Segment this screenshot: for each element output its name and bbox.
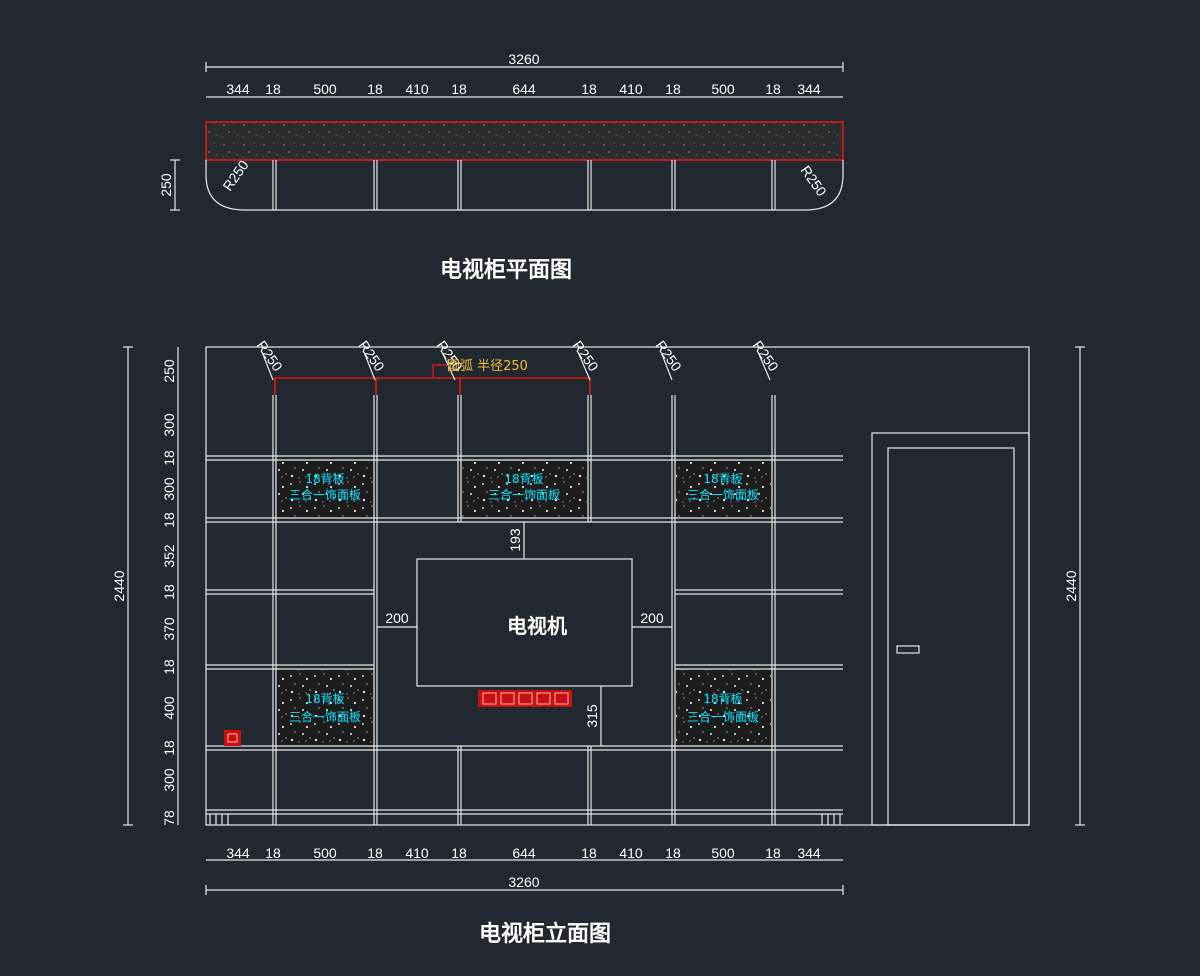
svg-text:三合一饰面板: 三合一饰面板 [289,487,361,502]
height-4: 18 [161,512,177,528]
gap-bottom-label: 315 [584,704,600,728]
height-3: 300 [161,477,177,501]
elevation-view: R250 R250 R250 R250 R250 R250 圆弧 半径250 1… [111,338,1085,947]
uprights [272,395,776,825]
door-handle [896,645,920,654]
height-8: 18 [161,659,177,675]
height-10: 18 [161,740,177,756]
bottom-seg-7: 18 [581,845,597,861]
side-socket [224,730,241,746]
svg-text:三合一饰面板: 三合一饰面板 [687,487,759,502]
gap-top-label: 193 [507,528,523,552]
plan-total-dimension: 3260 [205,51,844,72]
svg-text:三合一饰面板: 三合一饰面板 [687,709,759,724]
height-6: 18 [161,584,177,600]
plinth [209,814,841,825]
bottom-seg-2: 500 [313,845,337,861]
tv: 电视机 [416,558,633,687]
bottom-seg-1: 18 [265,845,281,861]
plan-depth-dimension: 250 [158,159,180,211]
plan-seg-1: 18 [265,81,281,97]
bottom-segment-dimensions: 344 18 500 18 410 18 644 18 410 18 500 1… [206,845,843,861]
total-height-left-label: 2440 [111,570,127,601]
tv-label: 电视机 [507,614,567,638]
bottom-seg-11: 18 [765,845,781,861]
bottom-seg-9: 18 [665,845,681,861]
back-panel-3: 18背板 三合一饰面板 [676,461,771,517]
plan-view: 3260 344 18 500 18 410 18 644 18 410 18 … [158,51,844,283]
bottom-seg-4: 410 [405,845,429,861]
height-0: 250 [161,359,177,383]
back-panel-1: 18背板 三合一饰面板 [277,461,373,517]
height-11: 300 [161,768,177,792]
bottom-seg-10: 500 [711,845,735,861]
plan-radius-right: R250 [798,163,830,200]
plan-countertop [205,121,844,161]
arc-note: 圆弧 半径250 [432,359,528,377]
plan-total-label: 3260 [508,51,539,67]
power-sockets [478,690,572,707]
total-height-right-label: 2440 [1063,570,1079,601]
back-panels: 18背板 三合一饰面板 18背板 三合一饰面板 18背板 三合一饰面板 18背板… [277,461,771,745]
svg-text:18背板: 18背板 [504,472,543,486]
left-height-dimensions: 250 300 18 300 18 352 18 370 18 400 18 3… [161,347,179,826]
bottom-total-dimension: 3260 [205,874,844,895]
gap-right-label: 200 [640,610,664,626]
svg-text:18背板: 18背板 [703,692,742,706]
plan-seg-9: 18 [665,81,681,97]
height-2: 18 [161,450,177,466]
bottom-seg-6: 644 [512,845,536,861]
arc-note-label: 圆弧 半径250 [447,359,528,374]
height-1: 300 [161,413,177,437]
total-height-right: 2440 [1063,346,1085,826]
height-12: 78 [161,810,177,826]
radius-label-1: R250 [254,338,286,375]
bottom-seg-12: 344 [797,845,821,861]
gap-left-label: 200 [385,610,409,626]
elevation-wall-outline [205,346,1030,826]
height-9: 400 [161,696,177,720]
radius-label-5: R250 [653,338,685,375]
svg-text:18背板: 18背板 [305,472,344,486]
elevation-title: 电视柜立面图 [479,921,611,947]
bottom-seg-3: 18 [367,845,383,861]
svg-text:18背板: 18背板 [703,472,742,486]
plan-seg-11: 18 [765,81,781,97]
plan-seg-2: 500 [313,81,337,97]
plan-partitions [272,160,776,210]
plan-seg-3: 18 [367,81,383,97]
total-height-left: 2440 [111,346,133,826]
bottom-seg-0: 344 [226,845,250,861]
plan-depth-label: 250 [158,173,174,197]
back-panel-4: 18背板 三合一饰面板 [277,670,373,745]
back-panel-5: 18背板 三合一饰面板 [676,670,771,745]
radius-label-2: R250 [356,338,388,375]
plan-segment-dimensions: 344 18 500 18 410 18 644 18 410 18 500 1… [206,81,843,98]
plan-seg-12: 344 [797,81,821,97]
plan-title: 电视柜平面图 [440,257,572,283]
height-7: 370 [161,617,177,641]
back-panel-2: 18背板 三合一饰面板 [462,461,587,517]
plan-seg-7: 18 [581,81,597,97]
bottom-seg-8: 410 [619,845,643,861]
bottom-seg-5: 18 [451,845,467,861]
bottom-total-label: 3260 [508,874,539,890]
door [871,432,1030,826]
height-5: 352 [161,544,177,568]
shelves [206,455,843,815]
plan-seg-10: 500 [711,81,735,97]
top-arc-highlights [274,377,591,395]
plan-seg-8: 410 [619,81,643,97]
plan-seg-5: 18 [451,81,467,97]
svg-text:18背板: 18背板 [305,692,344,706]
plan-seg-4: 410 [405,81,429,97]
svg-text:三合一饰面板: 三合一饰面板 [488,487,560,502]
tv-gap-dimensions: 200 200 193 315 [377,522,672,746]
plan-seg-6: 644 [512,81,536,97]
svg-text:三合一饰面板: 三合一饰面板 [289,709,361,724]
plan-radius-left: R250 [219,157,251,194]
plan-seg-0: 344 [226,81,250,97]
plan-cabinet-outline [205,160,844,211]
